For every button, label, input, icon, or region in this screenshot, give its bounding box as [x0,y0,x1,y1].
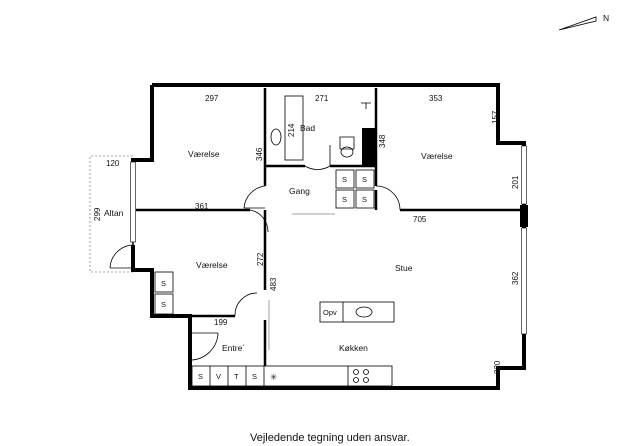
column [520,205,528,227]
dimension-label: 705 [413,215,427,224]
dimension-label: 214 [287,123,296,137]
compass-arrow-icon [558,16,597,31]
disclaimer-caption: Vejledende tegning uden ansvar. [250,432,410,444]
cabinet-label: S [362,175,367,184]
cabinet-label: S [342,195,347,204]
room-label-kitchen: Køkken [339,343,368,353]
cabinet-label: S [198,372,203,381]
dimension-label: 348 [378,134,387,148]
compass-north-label: N [603,13,609,23]
extractor-icon: ✳ [270,372,278,382]
cabinet-label: S [161,300,166,309]
dimension-label: 272 [256,252,265,266]
room-label-balcony: Altan [104,208,124,218]
cabinet-label: S [161,279,166,288]
dimension-label: 297 [205,94,219,103]
dimension-label: 346 [255,147,264,161]
dimension-label: 199 [214,318,228,327]
dimension-label: 220 [493,360,502,374]
cabinet-label: S [342,175,347,184]
room-labels: Værelse Bad Værelse Gang Altan Værelse S… [104,123,453,353]
cabinet-label: S [252,372,257,381]
room-label-bedroom-top: Værelse [188,149,220,159]
dimension-label: 157 [491,110,500,124]
oven-label: Opv [323,308,337,317]
balcony-window [130,161,136,243]
room-label-bath: Bad [300,123,315,133]
sink-icon [355,306,373,318]
kitchen-counter: S V T S ✳ [191,365,393,387]
window-right-top [521,145,527,205]
room-label-entry: Entre´ [222,343,245,353]
bathroom-fixtures [270,95,371,161]
room-label-hall: Gang [289,186,310,196]
compass: N [558,13,609,31]
toilet-icon [340,146,354,158]
outer-wall [131,83,526,390]
room-label-bedroom-right: Værelse [421,151,453,161]
shower-icon [361,102,371,109]
cabinet-label: S [362,195,367,204]
washbasin-icon [270,128,282,146]
stove-icon [353,369,369,383]
bedroom-cabinets: S S [154,271,174,315]
dimension-label: 299 [93,207,102,221]
dimension-label: 120 [106,159,120,168]
room-label-bedroom-left: Værelse [196,260,228,270]
dimension-labels: 297 271 353 157 346 214 348 120 201 361 … [93,94,520,374]
dimension-label: 361 [195,202,209,211]
dimension-label: 271 [315,94,329,103]
window-right-bottom [521,227,527,335]
toilet-tank-icon [339,136,355,150]
dimension-label: 353 [429,94,443,103]
room-label-living: Stue [395,263,413,273]
kitchen-island: Opv [319,301,395,323]
cabinet-label: V [216,372,221,381]
dimension-label: 483 [269,277,278,291]
dimension-label: 201 [511,175,520,189]
balcony-outline [89,155,133,273]
cabinet-label: T [234,372,239,381]
door-swings [109,145,401,361]
dimension-label: 362 [511,271,520,285]
hall-cabinets: S S S S [335,169,375,209]
interior-walls [136,88,520,386]
